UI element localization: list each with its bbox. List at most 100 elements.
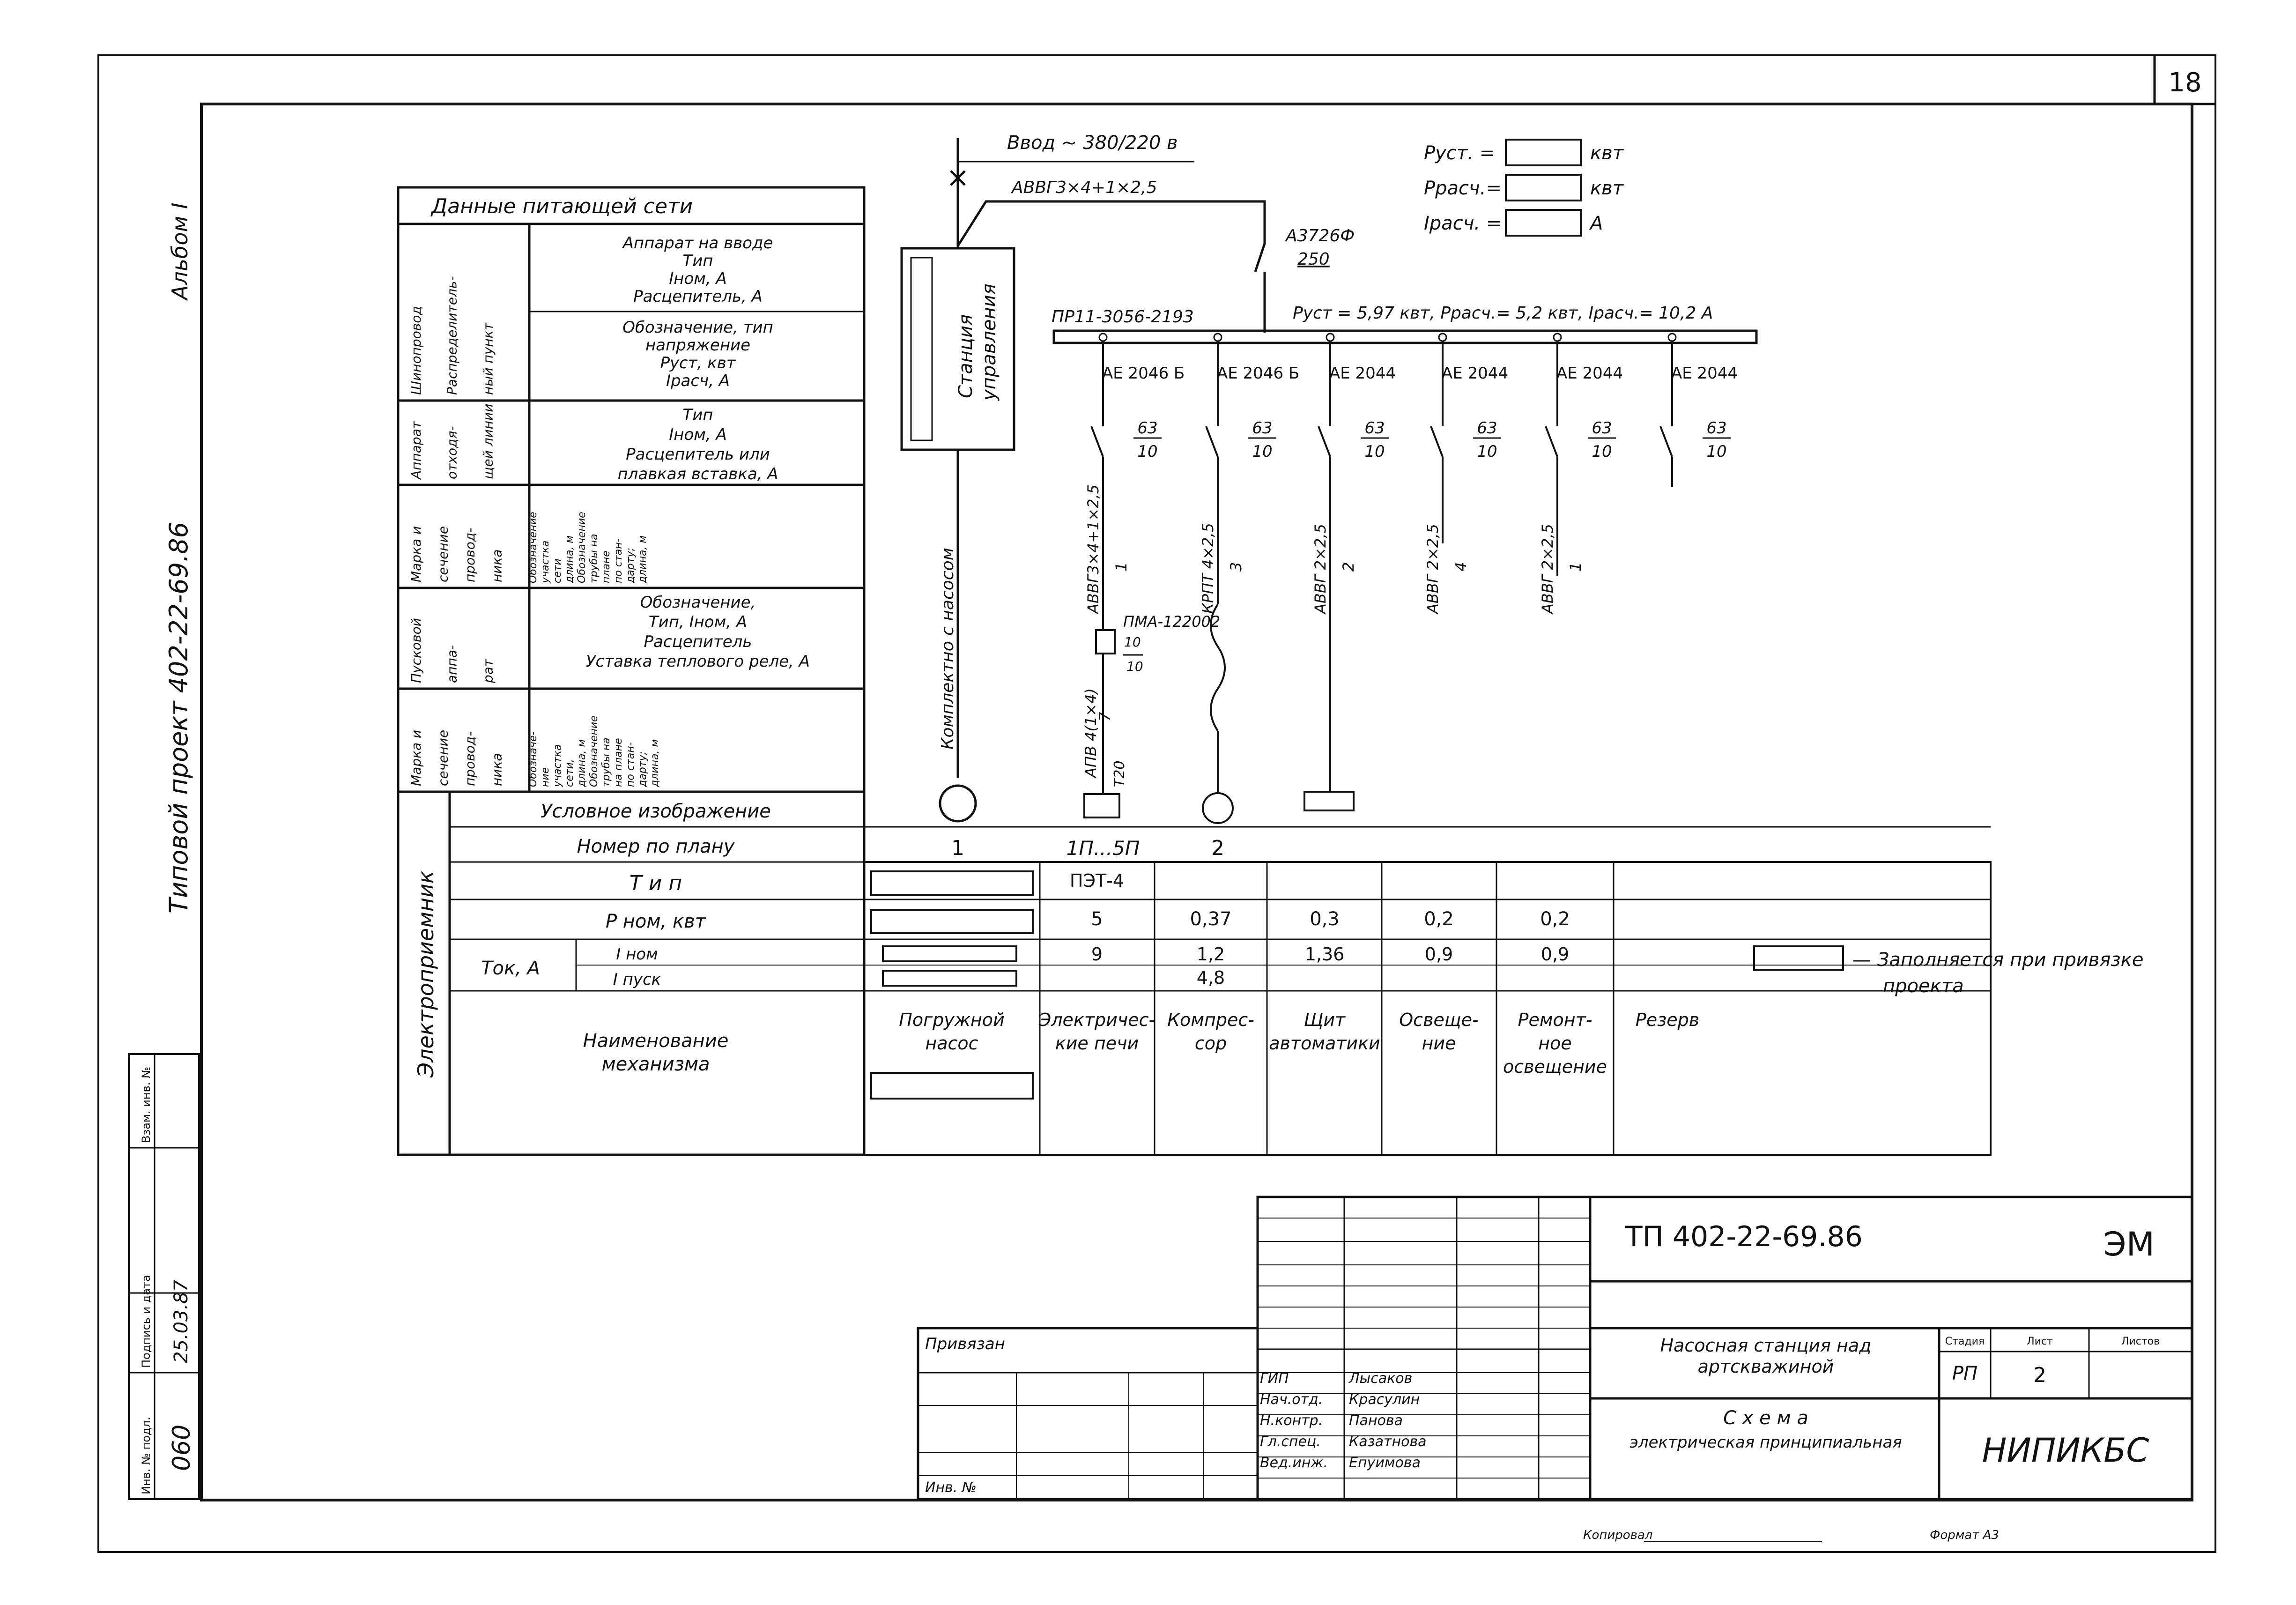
sheets-label: Листов xyxy=(2121,1336,2160,1347)
row-text: Аппарат на вводе xyxy=(622,234,773,253)
row-text: Руст, квт xyxy=(660,354,736,372)
row-text: длина, м xyxy=(637,535,649,584)
breaker-setting: 10 xyxy=(1706,442,1726,461)
group-name: отходя- xyxy=(444,426,460,479)
feeder-length: 2 xyxy=(1340,562,1357,572)
consumer-name: насос xyxy=(925,1033,978,1054)
consumer-name: сор xyxy=(1195,1033,1227,1054)
feeder-breaker: АЕ 2044 xyxy=(1556,364,1623,383)
sheet-value: 2 xyxy=(2033,1363,2046,1387)
consumer-name: Погружной xyxy=(899,1010,1004,1030)
group-name: Аппарат xyxy=(408,421,424,480)
input-cable: АВВГ3×4+1×2,5 xyxy=(1011,178,1157,197)
consumer-pnom: 0,3 xyxy=(1310,908,1340,930)
group-name: ный пункт xyxy=(480,322,496,395)
stage-value: РП xyxy=(1952,1363,1978,1384)
consumer-inom: 9 xyxy=(1091,944,1103,965)
group-name: рат xyxy=(480,659,496,684)
group-name: ника xyxy=(489,549,505,582)
input-breaker: А3726Ф xyxy=(1285,226,1355,245)
feeder-tap xyxy=(1667,333,1677,342)
input-label: Ввод ~ 380/220 в xyxy=(1007,132,1178,154)
group-name: аппа- xyxy=(444,645,460,683)
consumer-type: ПЭТ-4 xyxy=(1070,870,1124,891)
consumer-pnom: 0,2 xyxy=(1424,908,1454,930)
blank-unit: квт xyxy=(1590,142,1624,164)
person-name: Казатнова xyxy=(1349,1434,1427,1450)
person-role: Гл.спец. xyxy=(1260,1434,1321,1450)
row-name-1: Наименование xyxy=(583,1030,729,1052)
consumer-pnom: 5 xyxy=(1091,908,1103,930)
row-text: Обозначение, xyxy=(640,593,756,612)
row-text: Обозначение xyxy=(576,512,588,583)
blank-label: Руст. = xyxy=(1424,142,1495,164)
flex-cable-symbol xyxy=(1210,603,1226,732)
station-label-1: Станция xyxy=(955,314,977,398)
person-name: Епуимова xyxy=(1349,1455,1421,1471)
person-role: ГИП xyxy=(1260,1370,1289,1387)
breaker-setting: 10 xyxy=(1477,442,1497,461)
row-text: участка xyxy=(540,541,551,584)
breaker-rating: 63 xyxy=(1137,419,1157,438)
consumer-name: Щит xyxy=(1304,1010,1346,1030)
table-header: Данные питающей сети xyxy=(430,194,693,218)
breaker-contact xyxy=(1430,426,1444,457)
row-text: по стан- xyxy=(625,742,637,787)
breaker-contact xyxy=(1545,426,1558,457)
station-label-2: управления xyxy=(978,283,1000,401)
consumer-name: Освеще- xyxy=(1399,1010,1478,1030)
consumer-name: Ремонт- xyxy=(1518,1010,1592,1030)
station-note: Комплектно с насосом xyxy=(938,548,957,750)
org-name: НИПИКБС xyxy=(1982,1431,2149,1470)
replaced-inv-label: Взам. инв. № xyxy=(140,1067,153,1143)
row-text: Обозначе- xyxy=(527,732,539,787)
group-name: Марка и xyxy=(408,730,424,786)
feeder-cable: АВВГ 2×2,5 xyxy=(1539,524,1556,615)
supply-lines xyxy=(900,138,1758,823)
row-text: Iном, А xyxy=(669,269,727,288)
feeder-breaker: АЕ 2044 xyxy=(1329,364,1396,383)
person-name: Панова xyxy=(1349,1412,1403,1429)
title-block-grid xyxy=(917,1196,2193,1501)
sheet-label: Лист xyxy=(2027,1336,2053,1347)
left-table-grid xyxy=(397,186,1992,1156)
breaker-setting: 10 xyxy=(1252,442,1272,461)
legend-text-2: проекта xyxy=(1883,975,1964,997)
row-text: участка xyxy=(552,744,563,788)
consumer-inom: 0,9 xyxy=(1541,944,1569,965)
feeder-tap xyxy=(1326,333,1335,342)
row-text: Обозначение xyxy=(527,512,539,583)
breaker-rating: 63 xyxy=(1252,419,1272,438)
row-text: дарту; xyxy=(637,751,649,788)
pump-blank-boxes xyxy=(870,870,1034,1100)
consumer-pnom: 0,37 xyxy=(1190,908,1231,930)
inv-no-label: Инв. № подл. xyxy=(140,1417,153,1494)
plan-no-2: 1П...5П xyxy=(1067,837,1140,860)
row-text: Iрасч, А xyxy=(666,372,730,390)
consumer-istart: 4,8 xyxy=(1197,967,1225,988)
feeder-length: 3 xyxy=(1227,562,1245,572)
breaker-rating: 63 xyxy=(1364,419,1385,438)
relay-b: 10 xyxy=(1126,659,1143,674)
feeder-tap xyxy=(1438,333,1447,342)
busbar-summary: Руст = 5,97 квт, Ррасч.= 5,2 квт, Iрасч.… xyxy=(1293,304,1713,323)
consumer-name: Резерв xyxy=(1636,1010,1699,1030)
row-text: ние xyxy=(540,767,551,787)
group-name: ника xyxy=(489,753,505,786)
consumer-name: автоматики xyxy=(1269,1033,1380,1054)
row-text: плавкая вставка, А xyxy=(617,465,778,483)
group-name: сечение xyxy=(436,730,451,786)
consumer-inom: 0,9 xyxy=(1425,944,1453,965)
sheet-code: ЭМ xyxy=(2103,1225,2155,1263)
breaker-rating: 63 xyxy=(1706,419,1726,438)
feeder-cable: АВВГ 2×2,5 xyxy=(1311,524,1329,615)
title-2: электрическая принципиальная xyxy=(1629,1433,1902,1452)
group-name: провод- xyxy=(462,528,478,582)
project-reference: Типовой проект 402-22-69.86 xyxy=(164,522,193,914)
stamp-bound-label: Привязан xyxy=(925,1335,1005,1353)
